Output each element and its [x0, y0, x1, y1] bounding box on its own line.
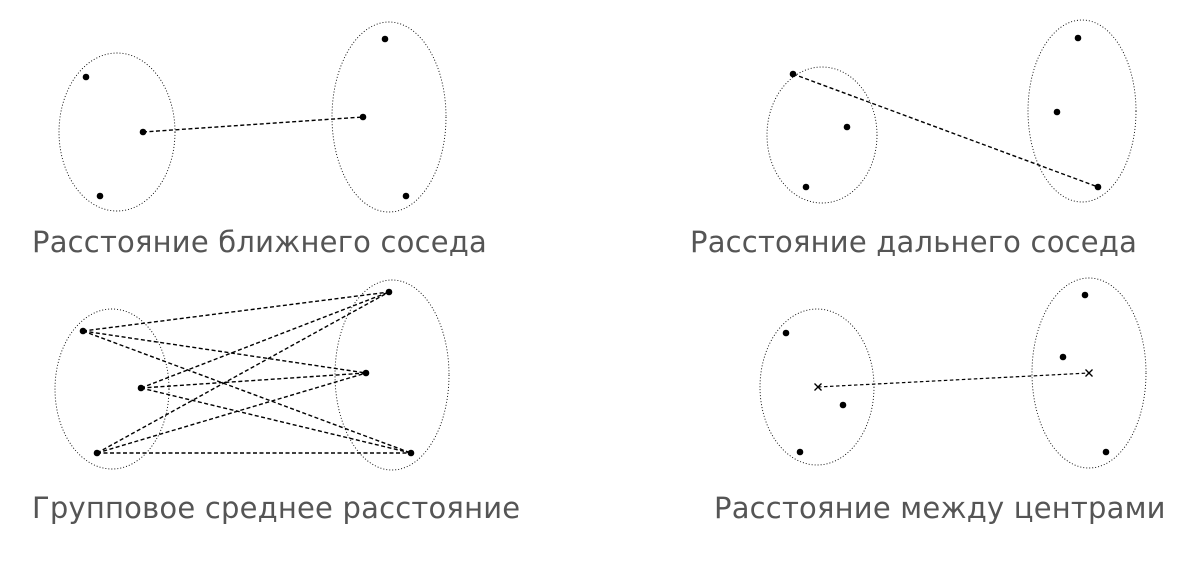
- caption-complete-linkage: Расстояние дальнего соседа: [690, 225, 1138, 259]
- cluster-b-point: [1059, 353, 1067, 361]
- panel-centroid-linkage: [759, 277, 1147, 469]
- linkage-line: [82, 330, 412, 454]
- cluster-a-point: [789, 70, 797, 78]
- cluster-b-outline: [334, 279, 450, 471]
- cluster-a-outline: [766, 66, 878, 204]
- cluster-b-point: [1102, 448, 1110, 456]
- cluster-a-point: [93, 449, 101, 457]
- cluster-b-point: [1094, 183, 1102, 191]
- cluster-b-point: [1074, 34, 1082, 42]
- cluster-a-outline: [759, 308, 875, 466]
- cluster-b-outline: [1031, 277, 1147, 469]
- cluster-b-outline: [331, 21, 447, 213]
- caption-average-linkage: Групповое среднее расстояние: [32, 491, 521, 525]
- linkage-line: [140, 387, 412, 454]
- cluster-a-point: [782, 329, 790, 337]
- cluster-a-centroid-cross-icon: [814, 383, 822, 391]
- cluster-b-point: [402, 192, 410, 200]
- cluster-b-point: [362, 369, 370, 377]
- linkage-line: [82, 291, 390, 332]
- cluster-a-outline: [54, 308, 170, 470]
- cluster-a-point: [796, 448, 804, 456]
- cluster-a-point: [843, 123, 851, 131]
- cluster-a-point: [802, 183, 810, 191]
- linkage-line: [140, 372, 367, 389]
- cluster-a-outline: [58, 52, 176, 212]
- caption-centroid-linkage: Расстояние между центрами: [714, 491, 1166, 525]
- linkage-line: [82, 330, 367, 374]
- cluster-a-point: [139, 128, 147, 136]
- cluster-a-point: [839, 401, 847, 409]
- cluster-b-point: [385, 288, 393, 296]
- linkage-line: [142, 116, 364, 133]
- cluster-b-outline: [1027, 19, 1137, 203]
- cluster-b-point: [381, 35, 389, 43]
- linkage-line: [96, 372, 367, 454]
- linkage-line: [140, 291, 390, 389]
- panel-complete-linkage: [766, 19, 1137, 204]
- cluster-a-point: [79, 327, 87, 335]
- caption-single-linkage: Расстояние ближнего соседа: [32, 225, 487, 259]
- linkage-line: [96, 291, 390, 454]
- cluster-b-point: [1081, 291, 1089, 299]
- cluster-b-centroid-cross-icon: [1085, 369, 1093, 377]
- pairwise-linkage-lines: [82, 291, 412, 454]
- cluster-a-point: [82, 73, 90, 81]
- panel-average-linkage: [54, 279, 450, 471]
- panel-single-linkage: [58, 21, 447, 213]
- linkage-line: [817, 372, 1090, 388]
- cluster-b-point: [359, 113, 367, 121]
- cluster-b-point: [1053, 108, 1061, 116]
- cluster-a-point: [137, 384, 145, 392]
- linkage-line: [792, 73, 1099, 188]
- cluster-a-point: [96, 192, 104, 200]
- cluster-b-point: [407, 449, 415, 457]
